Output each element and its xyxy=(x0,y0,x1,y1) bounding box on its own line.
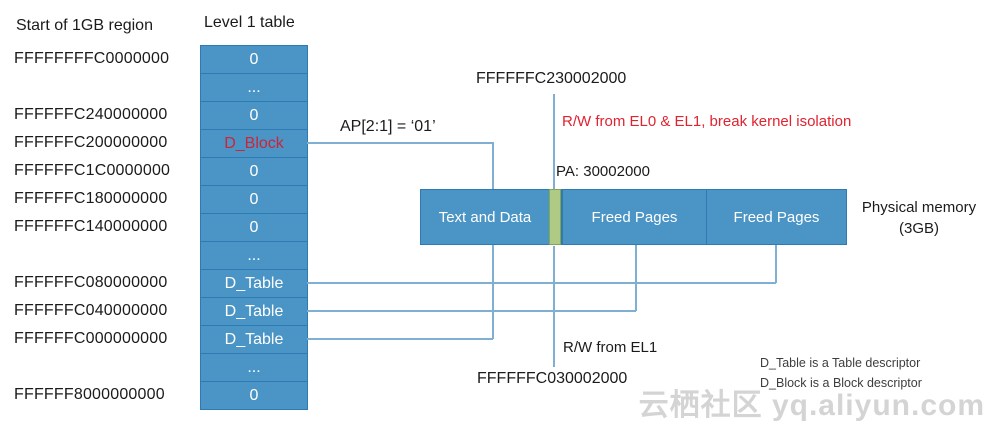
table-cell-dtable: D_Table xyxy=(201,326,307,354)
connector-dtable3-vertical xyxy=(492,245,494,339)
physical-memory-caption: Physical memory (3GB) xyxy=(850,197,988,239)
segment-freed-pages-2: Freed Pages xyxy=(707,189,847,245)
connector-va-top-vertical xyxy=(553,94,555,190)
segment-text-and-data: Text and Data xyxy=(420,189,549,245)
address-label: FFFFFFC000000000 xyxy=(14,330,168,347)
table-cell: 0 xyxy=(201,186,307,214)
table-cell: 0 xyxy=(201,158,307,186)
connector-dtable2-vertical xyxy=(635,245,637,311)
address-label: FFFFFFC200000000 xyxy=(14,134,168,151)
address-label: FFFFFFC180000000 xyxy=(14,190,168,207)
address-label: FFFFFF8000000000 xyxy=(14,386,165,403)
va-top-label: FFFFFFC230002000 xyxy=(476,70,627,87)
connector-dblock-horizontal xyxy=(307,142,493,144)
connector-dtable2-horizontal xyxy=(307,310,636,312)
connector-dtable1-horizontal xyxy=(307,282,776,284)
table-cell-dtable: D_Table xyxy=(201,270,307,298)
table-cell: 0 xyxy=(201,46,307,74)
watermark: 云栖社区 yq.aliyun.com xyxy=(638,389,985,422)
address-label: FFFFFFC1C0000000 xyxy=(14,162,171,179)
physical-memory-caption-line1: Physical memory xyxy=(861,199,977,216)
rw-el1-label: R/W from EL1 xyxy=(563,339,658,356)
table-cell: 0 xyxy=(201,214,307,242)
segment-mapped-page-slice xyxy=(549,189,561,245)
table-cell: 0 xyxy=(201,382,307,409)
address-label: FFFFFFC040000000 xyxy=(14,302,168,319)
rw-el0-el1-warning: R/W from EL0 & EL1, break kernel isolati… xyxy=(562,113,852,130)
level1-table: 0 ... 0 D_Block 0 0 0 ... D_Table D_Tabl… xyxy=(200,45,308,410)
pa-label: PA: 30002000 xyxy=(556,163,650,180)
physical-memory-caption-line2: (3GB) xyxy=(898,220,939,237)
table-cell-dblock: D_Block xyxy=(201,130,307,158)
address-label: FFFFFFC140000000 xyxy=(14,218,168,235)
connector-dtable1-vertical xyxy=(775,245,777,283)
address-label: FFFFFFC240000000 xyxy=(14,106,168,123)
table-cell: ... xyxy=(201,74,307,102)
physical-memory-bar: Text and Data Freed Pages Freed Pages xyxy=(420,189,847,245)
connector-dtable3-horizontal xyxy=(307,338,493,340)
segment-freed-pages-1: Freed Pages xyxy=(561,189,707,245)
table-cell: ... xyxy=(201,354,307,382)
level1-table-title: Level 1 table xyxy=(204,14,295,31)
legend-dblock-note: D_Block is a Block descriptor xyxy=(760,376,922,390)
connector-dblock-vertical xyxy=(492,142,494,190)
region-column-title: Start of 1GB region xyxy=(16,17,153,34)
ap-bits-label: AP[2:1] = ‘01’ xyxy=(340,118,436,135)
va-bottom-label: FFFFFFC030002000 xyxy=(477,370,628,387)
table-cell-dtable: D_Table xyxy=(201,298,307,326)
address-label: FFFFFFC080000000 xyxy=(14,274,168,291)
address-label: FFFFFFFFC0000000 xyxy=(14,50,170,67)
legend-dtable-note: D_Table is a Table descriptor xyxy=(760,356,921,370)
connector-va-bottom-vertical xyxy=(553,246,555,367)
table-cell: 0 xyxy=(201,102,307,130)
table-cell: ... xyxy=(201,242,307,270)
